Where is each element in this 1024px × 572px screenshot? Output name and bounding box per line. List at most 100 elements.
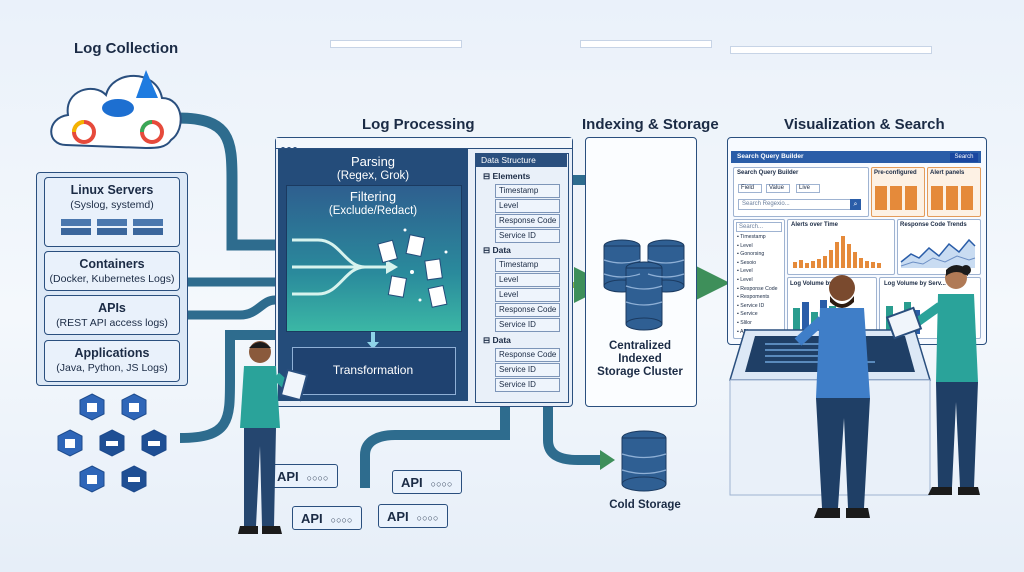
source-title: Applications <box>74 346 150 360</box>
source-sub: (Syslog, systemd) <box>70 199 154 211</box>
source-title: APIs <box>98 301 126 315</box>
filter-chip[interactable]: Field <box>738 184 762 193</box>
sidebar-field[interactable]: ▪ Service ID <box>737 302 765 309</box>
source-title: Linux Servers <box>70 183 154 197</box>
alert-block <box>931 186 943 210</box>
sidebar-field[interactable]: ▪ Service <box>737 311 758 318</box>
data-structure-title: Data Structure <box>475 153 567 167</box>
transformation-label: Transformation <box>332 363 414 377</box>
ds-field-item[interactable]: Timestamp <box>495 258 560 272</box>
ds-field-item[interactable]: Response Code <box>495 348 560 362</box>
ds-group-header: ⊟ Data <box>483 245 511 255</box>
sidebar-field[interactable]: ▪ Response Code <box>737 285 778 292</box>
cluster-label-1: Centralized <box>609 340 671 352</box>
window-titlebar <box>276 138 572 151</box>
volume-chart-title-2: Log Volume by Serv... <box>884 281 946 287</box>
sidebar-field[interactable]: ▪ Slilor <box>737 319 752 326</box>
dashboard-header-title: Search Query Builder <box>737 153 804 160</box>
ds-group-header: ⊟ Data <box>483 335 511 345</box>
alerts-chart-title: Alerts over Time <box>791 222 838 228</box>
sidebar-field[interactable]: ▪ Level <box>737 276 753 283</box>
ds-field-item[interactable]: Service ID <box>495 229 560 243</box>
filter-chip[interactable]: Live <box>796 184 820 193</box>
response-line-chart <box>900 238 976 268</box>
server-rack-icon <box>61 219 163 235</box>
document-icon <box>377 234 448 308</box>
arrow-to-cold <box>543 405 605 465</box>
cloud-providers <box>50 70 182 150</box>
search-button[interactable]: Search <box>950 153 978 162</box>
source-sub: (Docker, Kubernetes Logs) <box>49 273 175 285</box>
sidebar-search-input[interactable]: Search... <box>736 222 782 232</box>
preconfigured-title: Pre-configured <box>874 170 917 176</box>
ds-field-item[interactable]: Level <box>495 288 560 302</box>
alert-panels-title: Alert panels <box>930 170 965 176</box>
gcp-icon-2 <box>140 120 164 144</box>
arrow-hex-to-processing <box>179 330 275 443</box>
arrow-apis <box>180 295 276 320</box>
ds-field-item[interactable]: Service ID <box>495 318 560 332</box>
ceiling-light <box>330 40 462 48</box>
sidebar-field[interactable]: ▪ Sesoio <box>737 259 757 266</box>
filter-chip[interactable]: Value <box>766 184 790 193</box>
parsing-sub: (Regex, Grok) <box>336 170 410 182</box>
analyst-person-with-tablet <box>885 265 980 495</box>
sidebar-field[interactable]: ▪ Level <box>737 242 753 249</box>
ds-field-item[interactable]: Level <box>495 273 560 287</box>
source-applications[interactable]: Applications (Java, Python, JS Logs) <box>44 340 180 382</box>
ceiling-light <box>580 40 712 48</box>
sidebar-field[interactable]: ▪ Respoments <box>737 294 770 301</box>
filtering-sub: (Exclude/Redact) <box>328 205 418 217</box>
cold-storage-icon <box>621 430 667 492</box>
source-apis[interactable]: APIs (REST API access logs) <box>44 295 180 335</box>
arrow-api-up <box>360 405 510 488</box>
api-chip: API○○○○ <box>378 504 448 528</box>
transformation-stage[interactable] <box>292 347 456 395</box>
cluster-label-2: Indexed <box>618 353 662 365</box>
preconfigured-block <box>890 186 902 210</box>
volume-chart-title-1: Log Volume by Serv... <box>790 281 852 287</box>
ds-group-header: ⊟ Elements <box>483 171 531 181</box>
alert-block <box>946 186 958 210</box>
sidebar-field[interactable]: ▪ Level <box>737 268 753 275</box>
parsing-title: Parsing <box>350 154 396 169</box>
ds-field-item[interactable]: Level <box>495 199 560 213</box>
stage-title-processing: Log Processing <box>362 116 475 133</box>
source-linux[interactable]: Linux Servers (Syslog, systemd) <box>44 177 180 247</box>
ceiling-light <box>730 46 932 54</box>
ds-field-item[interactable]: Service ID <box>495 378 560 392</box>
ds-field-item[interactable]: Response Code <box>495 214 560 228</box>
preconfigured-block <box>905 186 917 210</box>
tablet-icon <box>279 368 309 402</box>
source-title: Containers <box>79 257 145 271</box>
dashboard-header <box>731 151 981 163</box>
api-chip: API○○○○ <box>292 506 362 530</box>
gcp-icon <box>72 120 96 144</box>
azure-cloud-icon <box>102 99 134 117</box>
arrow-cloud-to-processing <box>172 112 281 251</box>
azure-a-icon <box>136 70 158 98</box>
query-search-input[interactable]: Search Regexio... <box>738 199 851 210</box>
ds-field-item[interactable]: Response Code <box>495 303 560 317</box>
sidebar-field[interactable]: ▪ Gonorsing <box>737 251 765 258</box>
down-arrow-icon <box>367 332 379 349</box>
ds-field-item[interactable]: Timestamp <box>495 184 560 198</box>
ds-field-item[interactable]: Service ID <box>495 363 560 377</box>
database-cluster-icon <box>603 239 685 331</box>
stage-title-collection: Log Collection <box>74 40 179 57</box>
filter-funnel-graphic <box>292 228 448 308</box>
api-chip: API○○○○ <box>392 470 462 494</box>
stage-title-viz: Visualization & Search <box>784 116 945 133</box>
source-sub: (REST API access logs) <box>56 317 168 329</box>
response-chart-title: Response Code Trends <box>900 222 967 228</box>
source-containers[interactable]: Containers (Docker, Kubernetes Logs) <box>44 251 180 291</box>
analyst-person <box>794 275 870 518</box>
cold-storage-label: Cold Storage <box>609 499 681 511</box>
container-hex-cluster <box>57 393 167 493</box>
sidebar-field[interactable]: ▪ Timestamp <box>737 234 766 240</box>
preconfigured-block <box>875 186 887 210</box>
search-icon[interactable]: ⌕ <box>850 199 861 210</box>
person-with-tablet <box>238 341 309 534</box>
source-sub: (Java, Python, JS Logs) <box>56 362 168 374</box>
